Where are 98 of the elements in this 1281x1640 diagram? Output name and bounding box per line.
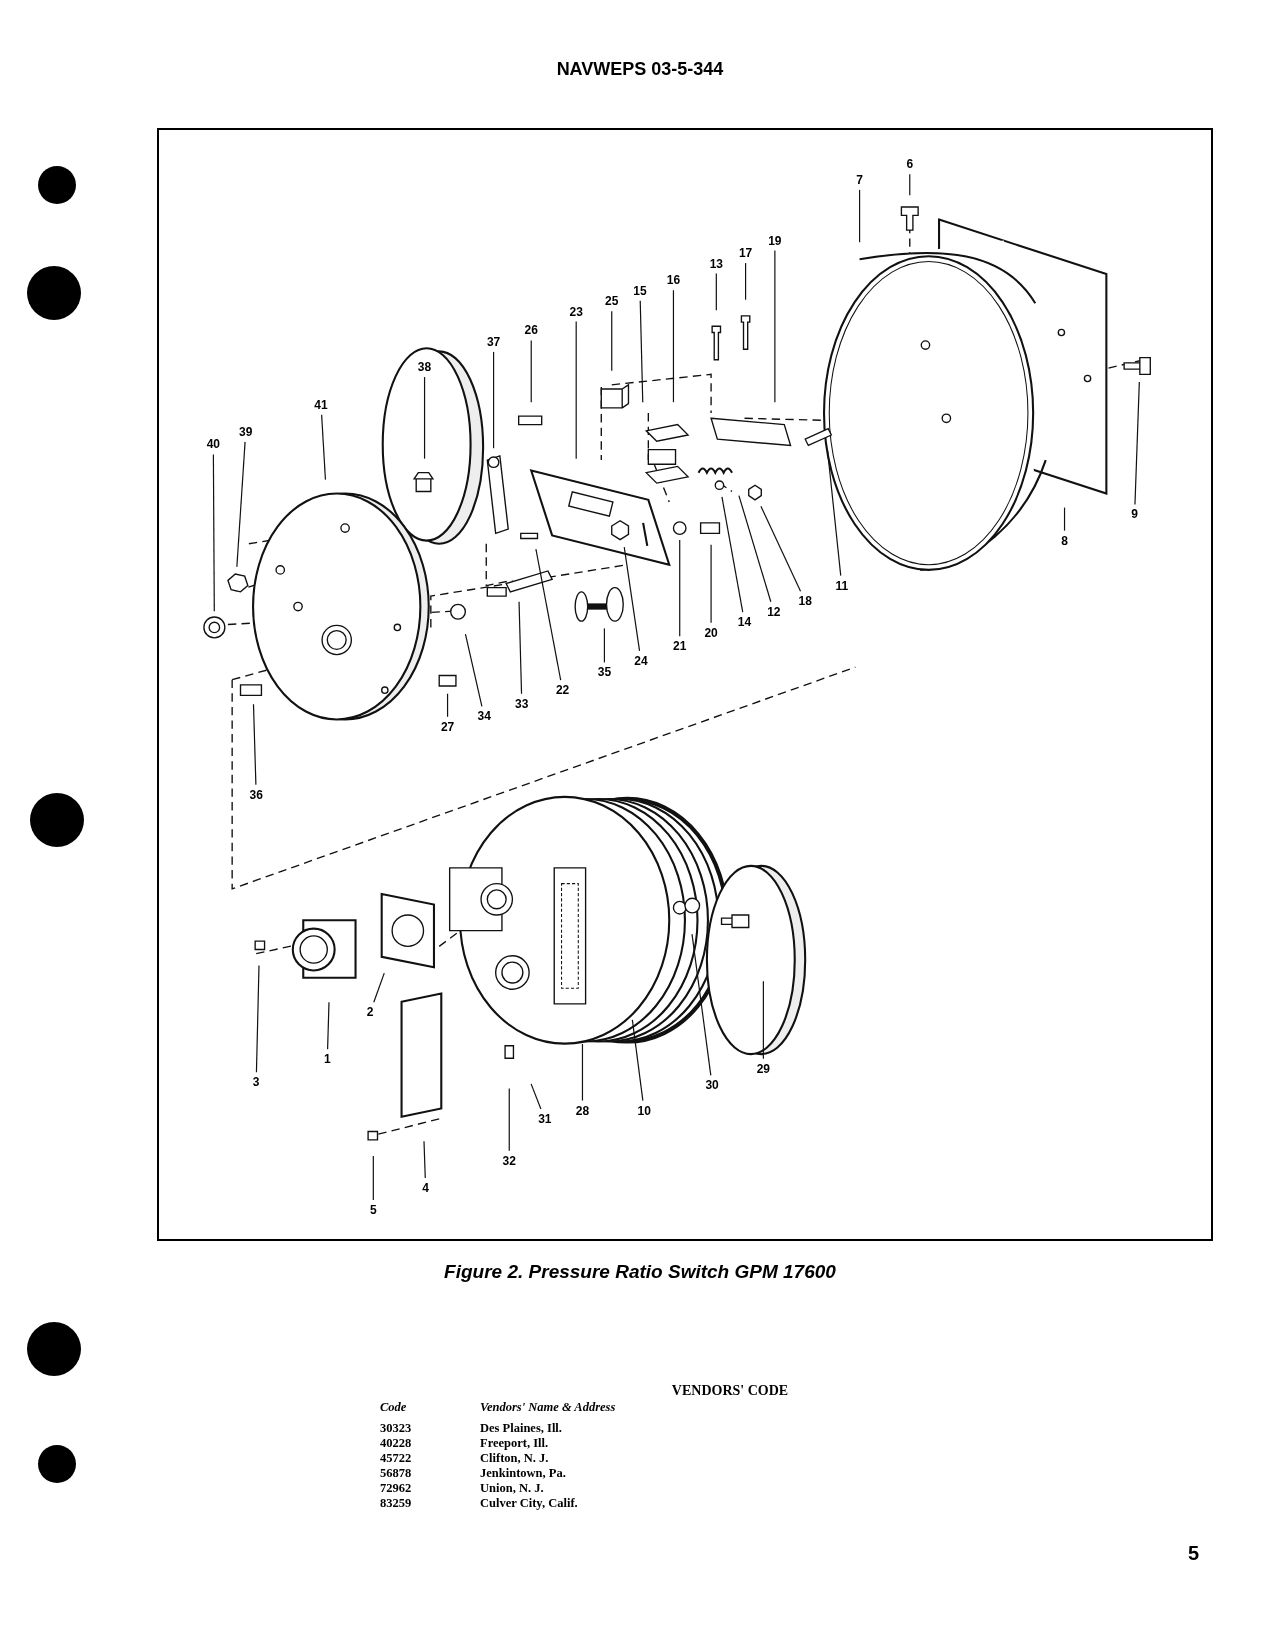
callout-number: 22 — [552, 680, 573, 701]
table-cell-text: 83259 — [380, 1495, 413, 1511]
callout-number: 6 — [899, 154, 920, 175]
callout-number: 29 — [753, 1058, 774, 1079]
callout-number: 23 — [566, 301, 587, 322]
table-cell-text: Union, N. J. — [480, 1480, 545, 1496]
leader-line — [710, 544, 712, 624]
leader-line — [611, 310, 613, 372]
table-cell-text: Des Plaines, Ill. — [480, 1420, 563, 1436]
leader-line — [679, 539, 681, 637]
callout-number: 10 — [634, 1100, 655, 1121]
callout-number: 1 — [317, 1049, 338, 1070]
callout-number: 34 — [474, 706, 495, 727]
callout-number: 7 — [849, 169, 870, 190]
leader-line — [373, 972, 385, 1003]
leader-line — [859, 189, 861, 243]
leader-line — [639, 300, 644, 403]
figure-caption: Figure 2. Pressure Ratio Switch GPM 17600 — [443, 1260, 837, 1284]
callout-number: 36 — [246, 784, 267, 805]
leader-line — [603, 627, 605, 663]
leader-line — [623, 546, 641, 652]
leader-line — [508, 1087, 510, 1152]
callout-number: 13 — [706, 253, 727, 274]
leader-line — [1134, 381, 1140, 506]
page-number: 5 — [1188, 1541, 1200, 1566]
callout-number: 32 — [499, 1150, 520, 1171]
callout-number: 11 — [831, 575, 852, 596]
table-cell-text: 72962 — [380, 1480, 413, 1496]
leader-line — [738, 495, 772, 603]
column-header: Code — [380, 1399, 408, 1416]
table-cell-text: Freeport, Ill. — [480, 1435, 550, 1451]
callout-number: 14 — [734, 612, 755, 633]
callout-number: 40 — [203, 434, 224, 455]
callout-number: 39 — [235, 421, 256, 442]
leader-line — [1063, 506, 1066, 532]
callout-number: 25 — [601, 291, 622, 312]
table-cell-text: 56878 — [380, 1465, 413, 1481]
callout-number: 28 — [572, 1100, 593, 1121]
callout-number: 4 — [415, 1177, 436, 1198]
callout-number: 27 — [437, 716, 458, 737]
leader-line — [760, 505, 802, 592]
callout-number: 33 — [511, 693, 532, 714]
callout-number: 21 — [669, 636, 690, 657]
leader-line — [535, 548, 562, 681]
callout-number: 30 — [702, 1075, 723, 1096]
leader-line — [327, 1001, 330, 1050]
callout-number: 8 — [1054, 530, 1075, 551]
callout-number: 16 — [663, 270, 684, 291]
table-title: VENDORS' CODE — [670, 1382, 790, 1400]
leader-line — [631, 1019, 644, 1102]
callout-number: 20 — [701, 622, 722, 643]
callout-number: 12 — [763, 601, 784, 622]
leader-line — [236, 441, 246, 568]
callout-number: 26 — [521, 320, 542, 341]
leader-line — [715, 272, 717, 311]
leader-line — [464, 633, 483, 707]
leader-line — [530, 339, 532, 403]
callout-number: 41 — [311, 394, 332, 415]
callout-number: 2 — [360, 1002, 381, 1023]
leader-line — [321, 414, 327, 481]
callout-number: 37 — [483, 331, 504, 352]
leader-line — [492, 351, 495, 449]
leader-line — [530, 1083, 542, 1110]
column-header: Vendors' Name & Address — [480, 1399, 617, 1416]
table-cell-text: Jenkintown, Pa. — [480, 1465, 567, 1481]
leader-line — [212, 453, 215, 612]
callout-number: 15 — [629, 280, 650, 301]
leader-line — [423, 1140, 426, 1179]
leader-line — [909, 173, 911, 196]
table-cell-text: Clifton, N. J. — [480, 1450, 550, 1466]
leader-line — [721, 496, 744, 613]
leader-line — [774, 249, 776, 403]
callout-number: 35 — [594, 662, 615, 683]
callout-number: 19 — [764, 230, 785, 251]
leader-line — [691, 933, 712, 1077]
callout-number: 31 — [534, 1108, 555, 1129]
leader-line — [518, 601, 523, 695]
callout-number: 9 — [1124, 504, 1145, 525]
callout-number: 17 — [735, 243, 756, 264]
leader-line — [255, 965, 260, 1073]
callout-number: 24 — [631, 650, 651, 671]
table-cell-text: 30323 — [380, 1420, 413, 1436]
leader-line — [745, 262, 747, 301]
document-number: NAVWEPS 03-5-344 — [555, 58, 725, 81]
leader-line — [581, 1043, 584, 1102]
leader-line — [446, 693, 449, 718]
leader-line — [372, 1155, 374, 1201]
callout-number: 38 — [414, 357, 435, 378]
callout-number: 18 — [795, 591, 816, 612]
leader-line — [252, 703, 257, 786]
callout-number: 5 — [363, 1199, 384, 1220]
leader-line — [672, 289, 675, 403]
leader-line — [575, 321, 577, 460]
leader-line — [827, 450, 842, 577]
table-cell-text: Culver City, Calif. — [480, 1495, 579, 1511]
table-cell-text: 40228 — [380, 1435, 413, 1451]
table-cell-text: 45722 — [380, 1450, 413, 1466]
callout-number: 3 — [246, 1072, 267, 1093]
